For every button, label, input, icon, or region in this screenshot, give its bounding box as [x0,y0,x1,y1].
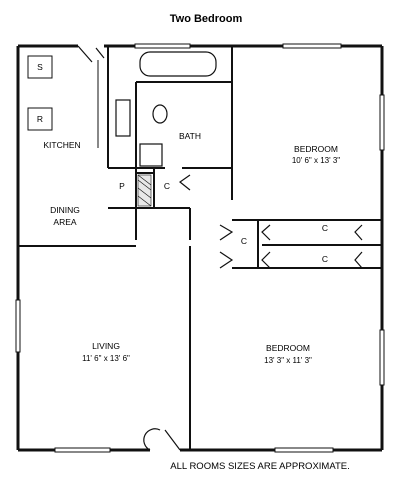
pantry-hatch [137,174,152,207]
bedroom1-closet-label: C [322,223,328,233]
bath-closet-label: C [164,181,170,191]
dining-label-line2: AREA [53,217,76,227]
hall-closet-label: C [241,236,247,246]
living-label: LIVING [92,341,120,351]
pantry-label: P [119,181,125,191]
doors [77,45,363,451]
bedroom2-size: 13' 3" x 11' 3" [264,356,312,365]
stove-label: S [37,62,43,72]
windows [15,43,385,453]
kitchen-counter [27,55,99,148]
dining-label-line1: DINING [50,205,80,215]
refrigerator-label: R [37,114,43,124]
vanity [139,143,163,167]
kitchen-label: KITCHEN [43,140,80,150]
stove [27,55,53,79]
approximate-note: ALL ROOMS SIZES ARE APPROXIMATE. [170,461,350,472]
bedroom2-label: BEDROOM [266,343,310,353]
interior-walls [18,46,382,450]
bath-fixtures [115,51,217,167]
living-size: 11' 6" x 13' 6" [82,354,130,363]
bedroom1-size: 10' 6" x 13' 3" [292,156,340,165]
bathtub [139,51,217,77]
toilet [152,104,168,124]
bedroom1-label: BEDROOM [294,144,338,154]
sink [115,99,131,137]
bedroom2-closet-label: C [322,254,328,264]
plan-title: Two Bedroom [170,13,243,25]
refrigerator [27,107,53,131]
bath-label: BATH [179,131,201,141]
outer-walls [16,44,384,452]
